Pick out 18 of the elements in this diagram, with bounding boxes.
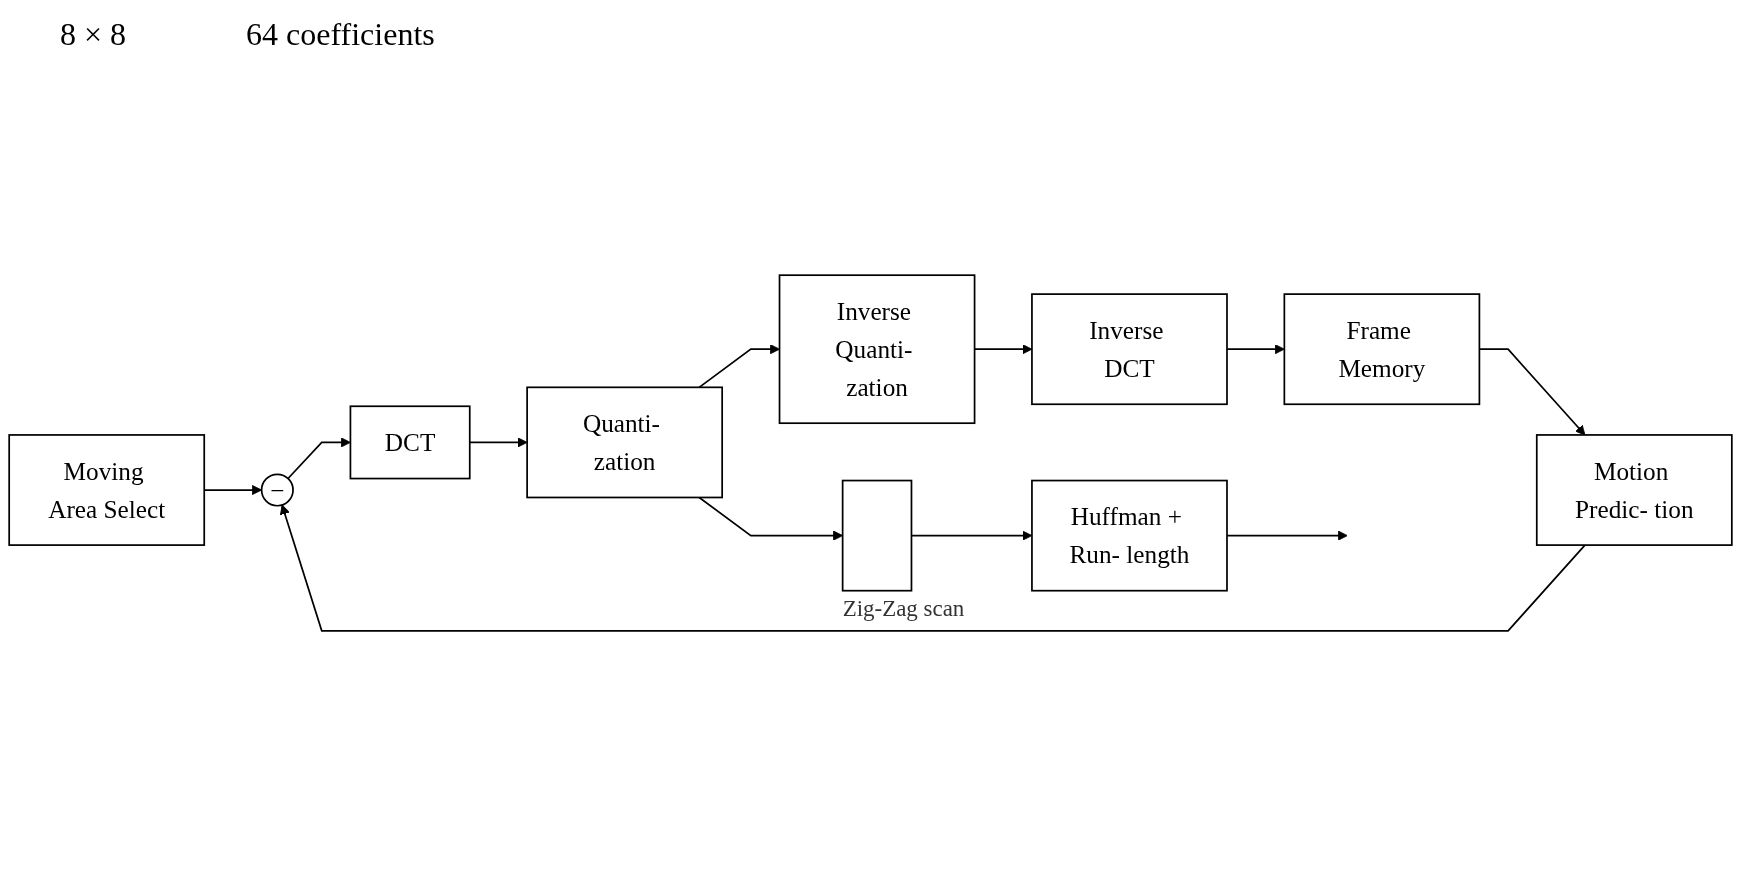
node-box: Motion Predic- tion xyxy=(1535,434,1733,546)
arrow xyxy=(1226,344,1285,355)
node-box: Inverse Quanti- zation xyxy=(778,274,976,425)
arrow xyxy=(698,344,780,389)
node-box xyxy=(841,479,913,592)
node-box: Quanti- zation xyxy=(526,386,723,499)
node-box: Frame Memory xyxy=(1283,293,1481,406)
arrow xyxy=(280,504,1586,632)
grid-label: 64 coefficients xyxy=(246,16,435,53)
node-box: DCT xyxy=(349,405,471,480)
arrow xyxy=(287,437,351,480)
node-box: Inverse DCT xyxy=(1031,293,1228,406)
grid-label: 8 × 8 xyxy=(60,16,127,53)
node-caption: Zig-Zag scan xyxy=(842,595,965,621)
node-box: Moving Area Select xyxy=(8,434,206,546)
node-box: Huffman + Run- length xyxy=(1031,479,1228,592)
node-circle: − xyxy=(260,473,294,507)
arrow xyxy=(1226,530,1348,541)
